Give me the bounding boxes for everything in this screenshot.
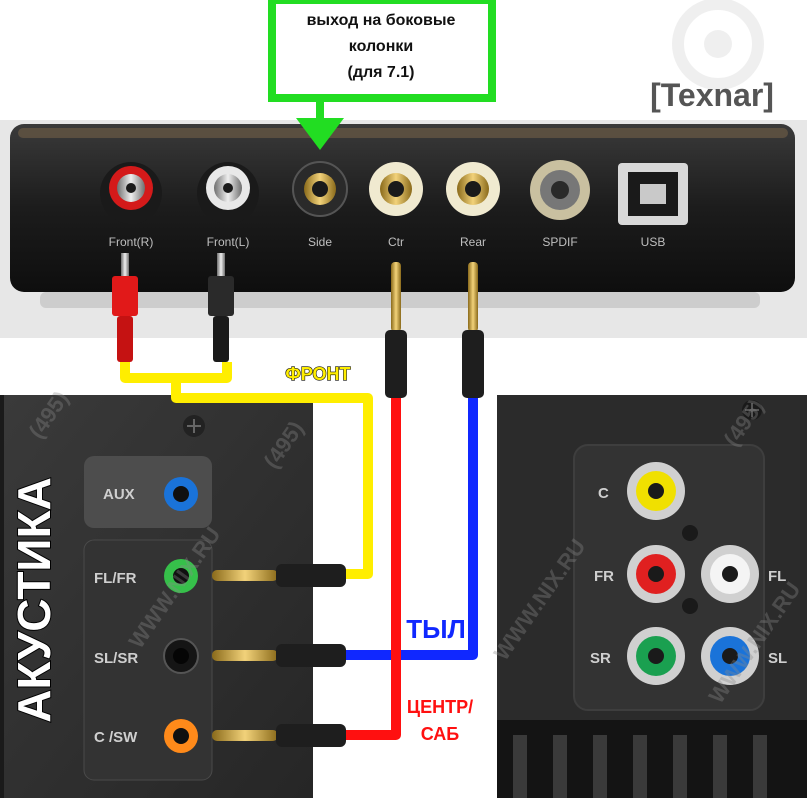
screw-icon: [183, 415, 205, 437]
port-center: [369, 162, 423, 216]
input-label-aux: AUX: [103, 486, 135, 503]
rca-jack-fl: [701, 545, 759, 603]
port-rear: [446, 162, 500, 216]
rca-jack-c: [627, 462, 685, 520]
input-label-csw: C /SW: [94, 729, 138, 746]
acoustics-title: АКУСТИКА: [8, 477, 60, 723]
rca-jack-fr: [627, 545, 685, 603]
callout-arrow-head: [296, 118, 344, 150]
plug-csw: [212, 724, 346, 747]
port-label: Side: [308, 235, 332, 249]
heatsink: [497, 720, 807, 798]
rca-jack-sr: [627, 627, 685, 685]
screw-icon: [742, 400, 762, 420]
port-label: Rear: [460, 235, 486, 249]
plug-flfr: [212, 564, 346, 587]
speaker-jack-aux: [164, 477, 198, 511]
brand-logo: [Texnar]: [650, 77, 774, 113]
speaker-jack-slsr: [163, 638, 199, 674]
cable-center: [346, 398, 401, 740]
center-cable-label-1: ЦЕНТР/: [407, 697, 473, 717]
front-cable-label: ФРОНТ: [285, 364, 350, 384]
rca-jack-sl: [701, 627, 759, 685]
port-front-left: [197, 162, 259, 224]
gear-watermark-icon: [672, 0, 764, 90]
port-side: [292, 161, 348, 217]
port-label: Front(R): [109, 235, 154, 249]
rca-plug-black: [208, 253, 234, 362]
callout-line-2: колонки: [349, 38, 413, 55]
port-spdif: [530, 160, 590, 220]
cable-front-split: [120, 362, 232, 383]
speaker-jack-flfr: [164, 559, 198, 593]
port-front-right: [100, 162, 162, 224]
jack-plug-rear: [462, 262, 484, 398]
rca-label-fr: FR: [594, 568, 614, 585]
rca-label-sr: SR: [590, 650, 611, 667]
speaker-jack-csw: [164, 719, 198, 753]
cable-rear: [346, 398, 478, 660]
rca-label-sl: SL: [768, 650, 787, 667]
screw-icon: [682, 525, 698, 614]
port-label: Front(L): [207, 235, 250, 249]
center-cable-label-2: САБ: [421, 724, 460, 744]
port-usb: [618, 163, 688, 225]
cable-front-main: [171, 378, 373, 579]
input-label-flfr: FL/FR: [94, 570, 137, 587]
side-output-callout: [268, 0, 496, 102]
port-label: SPDIF: [542, 235, 577, 249]
sound-card-trim: [18, 128, 788, 138]
rca-label-fl: FL: [768, 568, 786, 585]
rca-plug-red: [112, 253, 138, 362]
rear-cable-label: ТЫЛ: [406, 614, 466, 644]
port-label: Ctr: [388, 235, 404, 249]
callout-line-3: (для 7.1): [348, 64, 415, 81]
input-label-slsr: SL/SR: [94, 650, 138, 667]
callout-line-1: выход на боковые: [307, 12, 456, 29]
port-label: USB: [641, 235, 666, 249]
rca-label-c: C: [598, 485, 609, 502]
jack-plug-center: [385, 262, 407, 398]
plug-slsr: [212, 644, 346, 667]
